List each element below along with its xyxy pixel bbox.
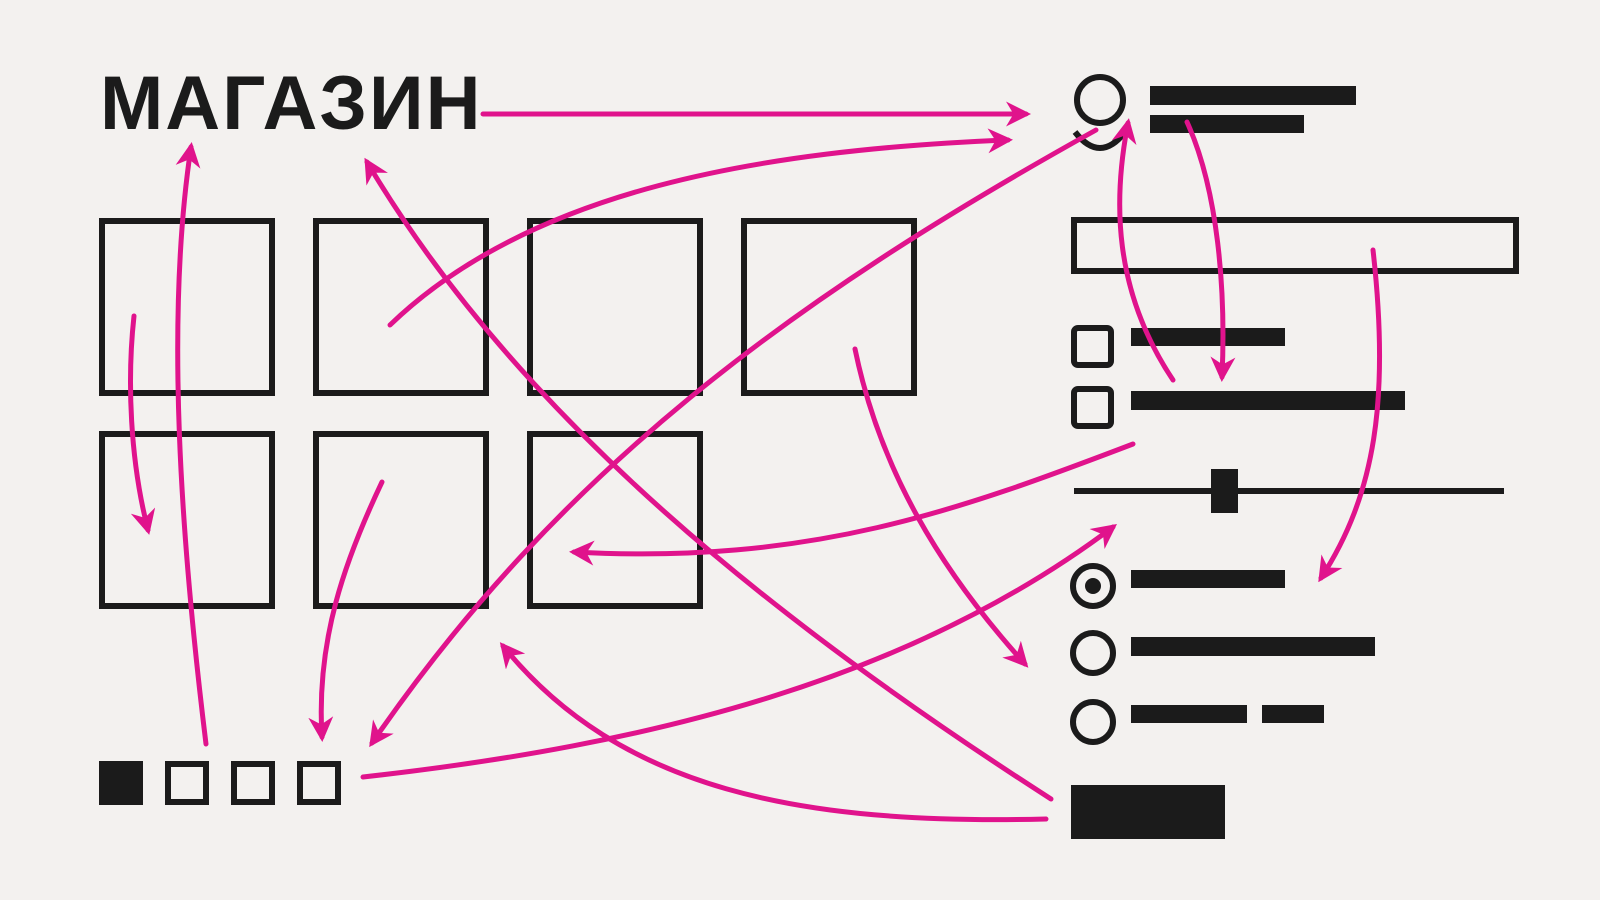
arrow: [387, 128, 1013, 328]
radio-button[interactable]: [1070, 630, 1116, 676]
user-name-bar: [1150, 86, 1356, 105]
product-card[interactable]: [313, 431, 489, 609]
submit-button[interactable]: [1071, 785, 1225, 839]
checkbox[interactable]: [1071, 325, 1114, 368]
search-input[interactable]: [1071, 217, 1519, 274]
arrow: [1184, 119, 1236, 382]
arrow: [369, 127, 1099, 748]
radio-label-bar: [1131, 705, 1247, 723]
checkbox-filter-1[interactable]: [1071, 325, 1285, 368]
user-subtitle-bar: [1150, 115, 1304, 133]
user-profile: [1072, 74, 1356, 151]
product-card[interactable]: [741, 218, 917, 396]
checkbox-label-bar: [1131, 391, 1405, 410]
slider-thumb[interactable]: [1211, 469, 1238, 513]
page-button-current[interactable]: [99, 761, 143, 805]
arrow: [364, 157, 1054, 802]
flow-arrows: [128, 101, 1383, 823]
arrow: [360, 523, 1117, 780]
pagination: [99, 761, 341, 805]
page-button[interactable]: [231, 761, 275, 805]
arrow: [175, 142, 209, 747]
product-grid: [99, 218, 917, 609]
product-card[interactable]: [99, 431, 275, 609]
page-button[interactable]: [297, 761, 341, 805]
checkbox-label-bar: [1131, 328, 1285, 346]
product-card[interactable]: [313, 218, 489, 396]
arrow: [1318, 247, 1383, 583]
arrow: [308, 479, 385, 742]
product-card[interactable]: [99, 218, 275, 396]
radio-option-2[interactable]: [1070, 630, 1375, 676]
radio-label-bar: [1131, 637, 1375, 656]
checkbox-filter-2[interactable]: [1071, 386, 1405, 429]
arrow: [499, 642, 1049, 823]
page-button[interactable]: [165, 761, 209, 805]
radio-option-1[interactable]: [1070, 563, 1285, 609]
shop-title: МАГАЗИН: [100, 61, 483, 146]
radio-option-3[interactable]: [1070, 699, 1324, 745]
checkbox[interactable]: [1071, 386, 1114, 429]
radio-button-selected[interactable]: [1070, 563, 1116, 609]
price-slider[interactable]: [1074, 469, 1504, 513]
arrow: [1111, 118, 1176, 383]
arrow: [852, 346, 1029, 668]
radio-label-bar: [1131, 570, 1285, 588]
product-card[interactable]: [527, 431, 703, 609]
arrow: [569, 441, 1136, 566]
radio-label-bar: [1262, 705, 1324, 723]
arrow: [128, 313, 156, 535]
product-card[interactable]: [527, 218, 703, 396]
radio-button[interactable]: [1070, 699, 1116, 745]
